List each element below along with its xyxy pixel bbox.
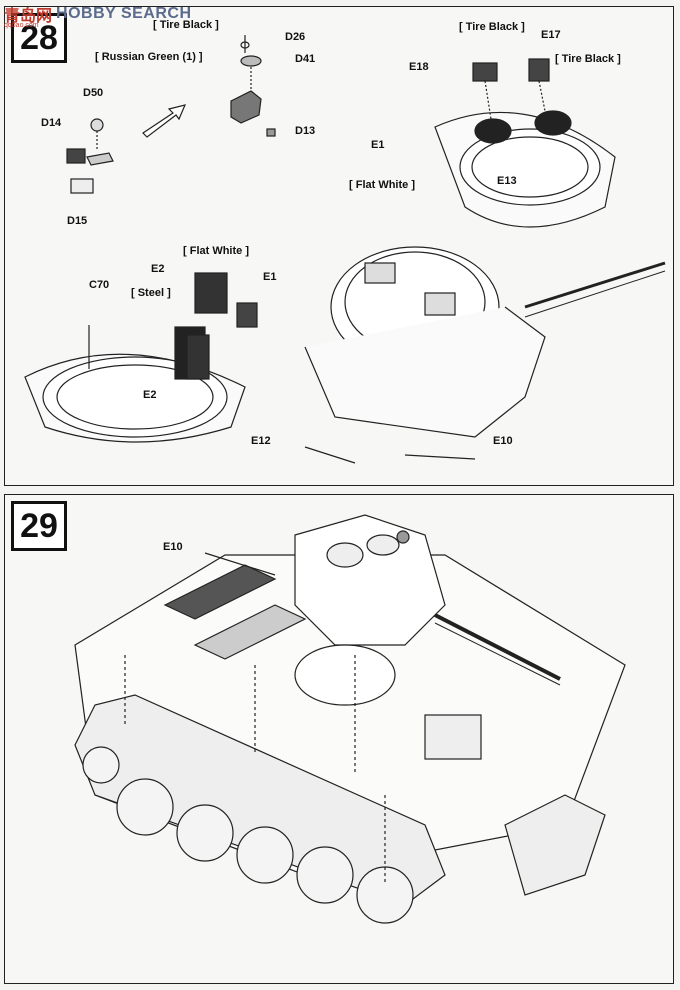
step-number: 28 xyxy=(11,13,67,63)
label-c70: C70 xyxy=(89,279,110,291)
watermark-en: HOBBY SEARCH xyxy=(56,5,192,22)
step-28-panel: 28 xyxy=(4,6,674,486)
label-e17: E17 xyxy=(541,29,561,41)
step-28-drawing xyxy=(24,35,666,464)
watermark-sub: qqbao.com xyxy=(4,22,39,29)
label-steel: [ Steel ] xyxy=(131,287,171,299)
label-e1-mid: E1 xyxy=(263,271,277,283)
label-e1-top: E1 xyxy=(371,139,385,151)
step-29-drawing xyxy=(74,514,626,924)
label-tire-black-1: [ Tire Black ] xyxy=(153,19,219,31)
label-e2-low: E2 xyxy=(143,389,157,401)
label-flat-white-1: [ Flat White ] xyxy=(349,179,415,191)
label-d14: D14 xyxy=(41,117,62,129)
label-d26: D26 xyxy=(285,31,306,43)
label-e18: E18 xyxy=(409,61,429,73)
watermark-cn: 青岛网 xyxy=(4,6,53,25)
label-flat-white-2: [ Flat White ] xyxy=(183,245,249,257)
label-tire-black-2: [ Tire Black ] xyxy=(459,21,525,33)
watermark-logo: 青岛网 HOBBY SEARCH xyxy=(4,2,192,26)
label-e12: E12 xyxy=(251,435,271,447)
label-e2-top: E2 xyxy=(151,263,165,275)
step-29-panel: 29 xyxy=(4,494,674,984)
label-d15: D15 xyxy=(67,215,88,227)
step-number: 29 xyxy=(11,501,67,551)
label-d50: D50 xyxy=(83,87,104,99)
label-tire-black-3: [ Tire Black ] xyxy=(555,53,621,65)
label-d13: D13 xyxy=(295,125,316,137)
label-e10: E10 xyxy=(493,435,513,447)
direction-arrow xyxy=(142,104,187,138)
label-russian-green: [ Russian Green (1) ] xyxy=(95,51,203,63)
label-d41: D41 xyxy=(295,53,316,65)
label-e10: E10 xyxy=(163,541,183,553)
label-e13: E13 xyxy=(497,175,517,187)
